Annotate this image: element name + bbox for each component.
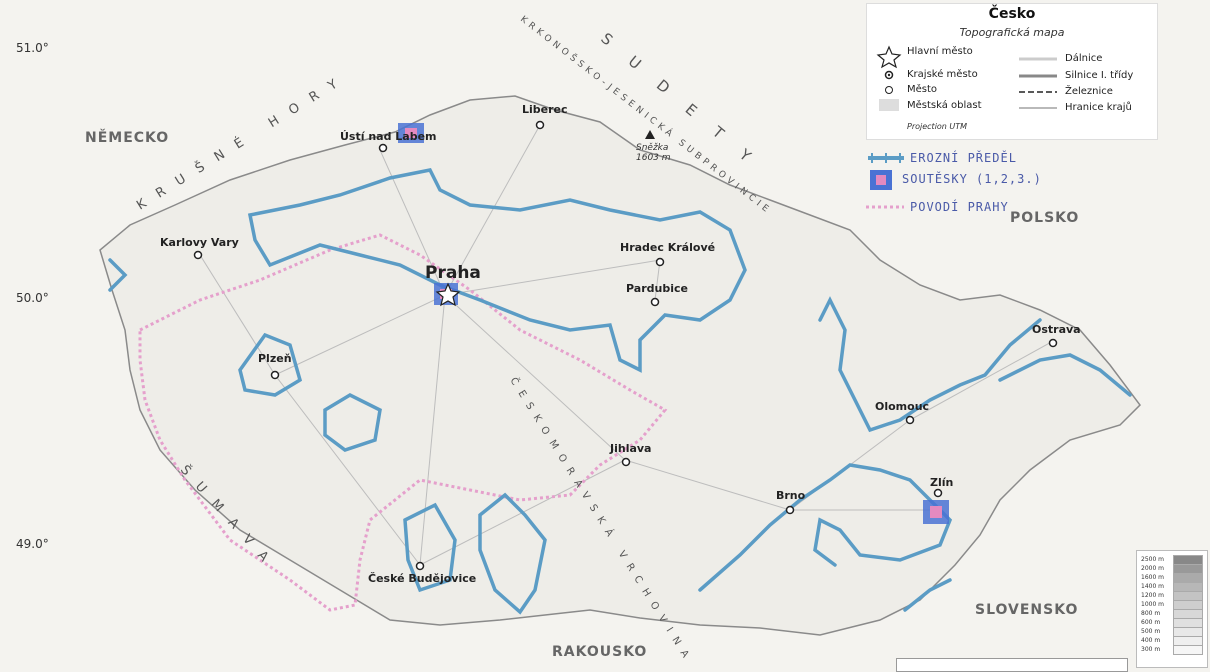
annotation-divide: EROZNÍ PŘEDĚL bbox=[910, 151, 1017, 165]
lat-49: 49.0° bbox=[16, 537, 49, 551]
circle-icon bbox=[885, 86, 893, 94]
elev-label: 1000 m bbox=[1141, 601, 1165, 608]
elev-label: 300 m bbox=[1141, 646, 1161, 653]
city-hradec: Hradec Králové bbox=[620, 241, 715, 254]
city-pardubice: Pardubice bbox=[626, 282, 688, 295]
elev-label: 1400 m bbox=[1141, 583, 1165, 590]
city-brno: Brno bbox=[776, 489, 806, 502]
czech-border bbox=[99, 95, 1141, 636]
elev-swatch bbox=[1173, 645, 1203, 655]
city-zlin: Zlín bbox=[930, 476, 953, 489]
country-austria: RAKOUSKO bbox=[552, 644, 647, 660]
elev-label: 500 m bbox=[1141, 628, 1161, 635]
legend-urban: Městská oblast bbox=[907, 100, 982, 111]
legend-border: Hranice krajů bbox=[1065, 102, 1132, 113]
city-markers bbox=[193, 120, 1058, 571]
legend-symbols bbox=[876, 45, 1057, 111]
elev-label: 1600 m bbox=[1141, 574, 1165, 581]
city-olomouc: Olomouc bbox=[875, 400, 929, 413]
elevation-scale: 2500 m 2000 m 1600 m 1400 m 1200 m 1000 … bbox=[1136, 550, 1208, 668]
elev-label: 600 m bbox=[1141, 619, 1161, 626]
annotation-basin: POVODÍ PRAHY bbox=[910, 200, 1009, 214]
peak-name: Sněžka bbox=[636, 142, 668, 153]
annotation-gorges: SOUTĚSKY (1,2,3.) bbox=[902, 172, 1042, 186]
legend-subtitle: Topografická mapa bbox=[959, 26, 1065, 39]
city-ostrava: Ostrava bbox=[1032, 323, 1081, 336]
country-poland: POLSKO bbox=[1010, 210, 1079, 226]
legend-regional: Krajské město bbox=[907, 69, 978, 80]
legend-town: Město bbox=[907, 84, 938, 95]
legend: Česko Topografická mapa Hlavní město Kra… bbox=[866, 3, 1158, 140]
peak-height: 1603 m bbox=[636, 153, 671, 163]
city-liberec: Liberec bbox=[522, 103, 568, 116]
city-karlovy-vary: Karlovy Vary bbox=[160, 236, 239, 249]
elev-label: 2000 m bbox=[1141, 565, 1165, 572]
elev-label: 800 m bbox=[1141, 610, 1161, 617]
country-germany: NĚMECKO bbox=[85, 129, 169, 146]
elev-label: 1200 m bbox=[1141, 592, 1165, 599]
legend-capital: Hlavní město bbox=[907, 46, 973, 57]
legend-motorway: Dálnice bbox=[1065, 53, 1103, 64]
star-icon bbox=[876, 45, 902, 69]
country-slovakia: SLOVENSKO bbox=[975, 602, 1078, 618]
lat-51: 51.0° bbox=[16, 41, 49, 55]
legend-railway: Železnice bbox=[1065, 86, 1113, 97]
peak-triangle-icon bbox=[645, 130, 655, 139]
area-swatch-icon bbox=[879, 99, 899, 111]
legend-title: Česko bbox=[988, 6, 1036, 22]
city-jihlava: Jihlava bbox=[609, 442, 651, 455]
city-ceske-budejovice: České Budějovice bbox=[368, 572, 476, 585]
elev-label: 2500 m bbox=[1141, 556, 1165, 563]
road-network bbox=[199, 124, 1056, 566]
city-praha: Praha bbox=[425, 263, 481, 283]
legend-projection: Projection UTM bbox=[907, 122, 968, 131]
capital-star-icon bbox=[435, 282, 461, 307]
city-plzen: Plzeň bbox=[258, 352, 292, 365]
lat-50: 50.0° bbox=[16, 291, 49, 305]
elev-label: 400 m bbox=[1141, 637, 1161, 644]
legend-road: Silnice I. třídy bbox=[1065, 70, 1134, 81]
city-usti: Ústí nad Labem bbox=[340, 130, 437, 143]
erosion-divides bbox=[108, 168, 1132, 615]
